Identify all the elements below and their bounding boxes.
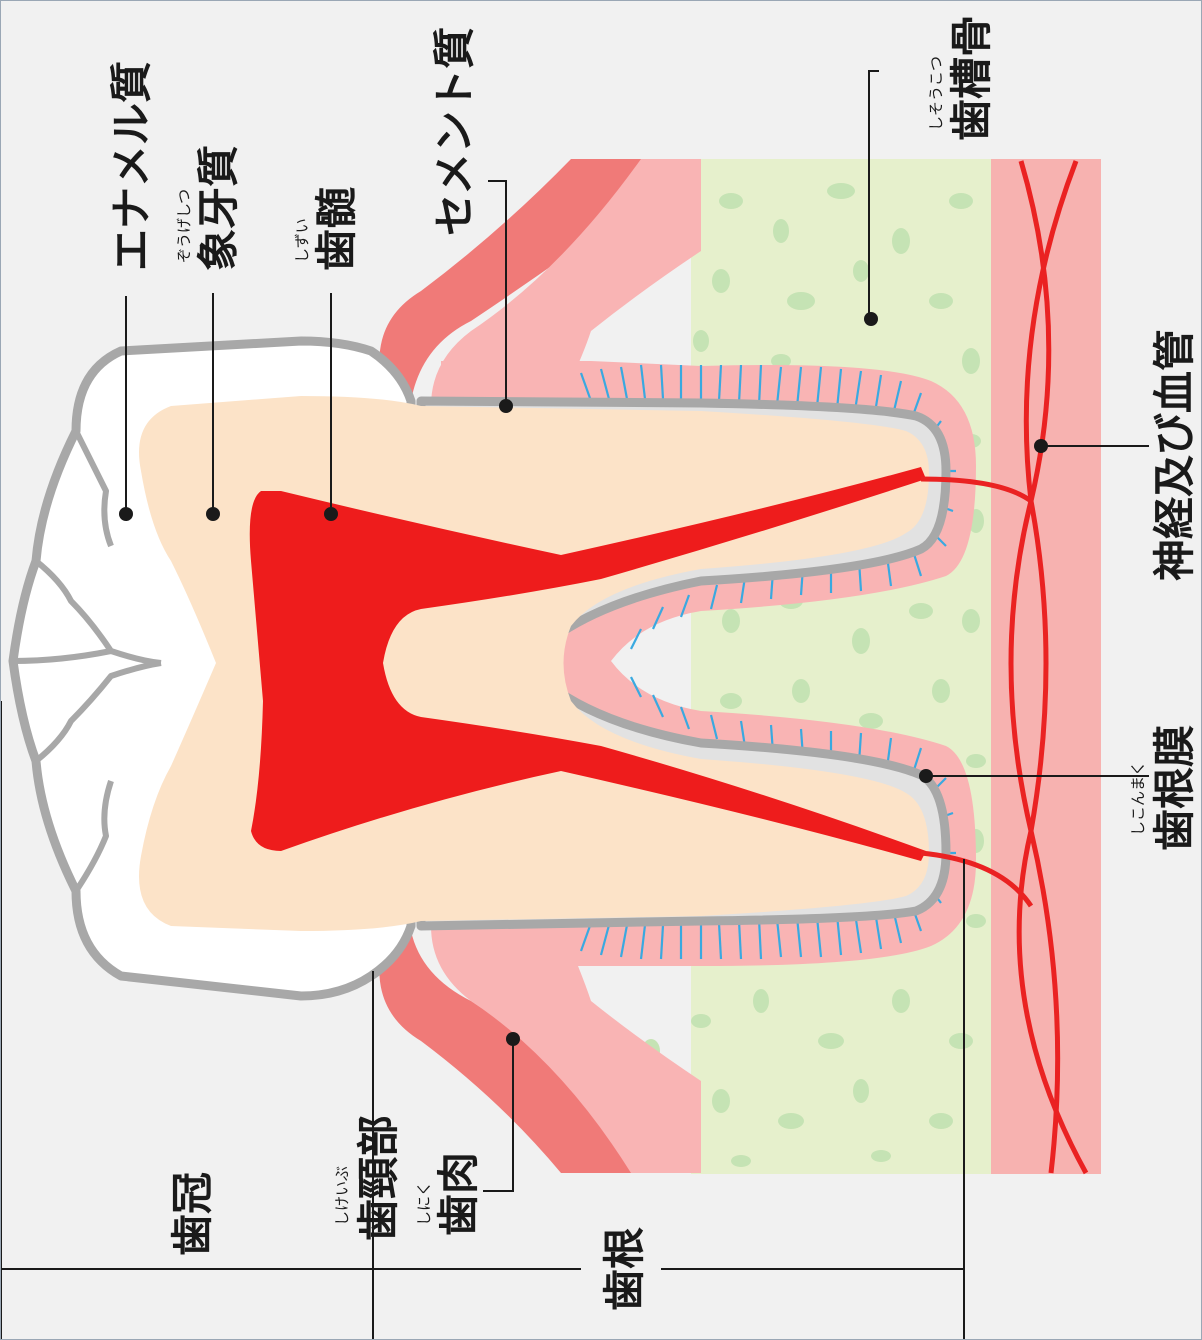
svg-text:セメント質: セメント質 <box>430 27 479 236</box>
label-crown: 歯冠 <box>168 1172 217 1256</box>
svg-text:歯冠: 歯冠 <box>168 1172 217 1256</box>
label-periodontal-ligament: 歯根膜 <box>1150 725 1199 851</box>
label-gum: 歯肉 <box>434 1152 483 1236</box>
label-periodontal-ligament-ruby: しこんまく <box>1129 761 1147 836</box>
svg-text:神経及び血管: 神経及び血管 <box>1150 329 1199 581</box>
label-enamel: エナメル質 <box>107 61 156 271</box>
svg-text:しそうこつ: しそうこつ <box>927 56 945 131</box>
label-cementum: セメント質 <box>430 27 479 236</box>
svg-text:歯槽骨: 歯槽骨 <box>947 15 996 141</box>
label-neck: 歯頸部 <box>354 1115 403 1241</box>
svg-text:エナメル質: エナメル質 <box>107 61 156 271</box>
svg-text:しこんまく: しこんまく <box>1129 761 1147 836</box>
svg-text:歯根膜: 歯根膜 <box>1150 725 1199 851</box>
label-alveolar-bone: 歯槽骨 <box>947 15 996 141</box>
label-pulp-ruby: しずい <box>293 218 311 263</box>
label-gum-ruby: しにく <box>415 1181 433 1226</box>
svg-text:ぞうげしつ: ぞうげしつ <box>175 189 193 263</box>
label-nerves-vessels: 神経及び血管 <box>1150 329 1199 581</box>
label-dentin-ruby: ぞうげしつ <box>175 189 193 263</box>
label-pulp: 歯髄 <box>312 187 361 271</box>
svg-text:しずい: しずい <box>293 218 311 263</box>
svg-text:しけいぶ: しけいぶ <box>333 1166 351 1226</box>
label-root: 歯根 <box>600 1227 649 1311</box>
svg-text:歯頸部: 歯頸部 <box>354 1115 403 1241</box>
label-dentin: 象牙質 <box>194 145 243 271</box>
svg-text:歯肉: 歯肉 <box>434 1152 483 1236</box>
label-neck-ruby: しけいぶ <box>333 1166 351 1226</box>
svg-text:歯髄: 歯髄 <box>312 187 361 271</box>
svg-text:象牙質: 象牙質 <box>194 145 243 271</box>
svg-text:歯根: 歯根 <box>600 1227 649 1311</box>
label-alveolar-bone-ruby: しそうこつ <box>927 56 945 131</box>
svg-text:しにく: しにく <box>415 1181 433 1226</box>
